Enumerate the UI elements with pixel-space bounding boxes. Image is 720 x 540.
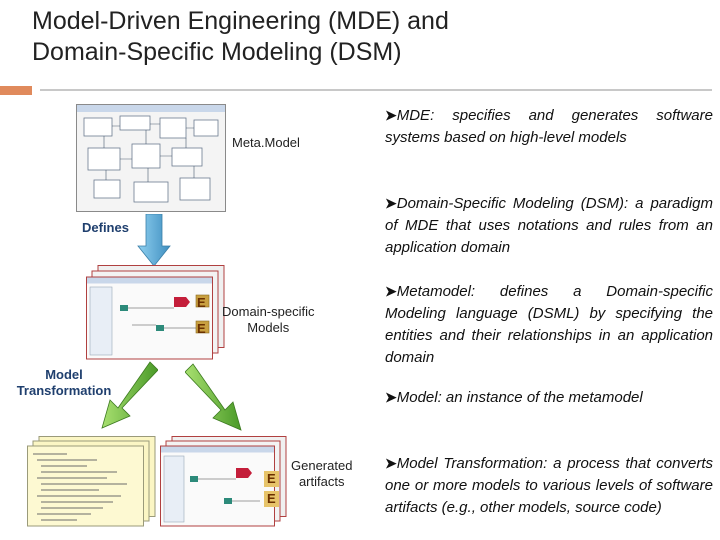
defines-arrow (137, 214, 171, 266)
domain-models-screenshots (86, 265, 225, 360)
domain-models-label-line1: Domain-specific (222, 304, 315, 319)
element-marker-bottom: E (197, 321, 206, 336)
slide-title-line1: Model-Driven Engineering (MDE) and (32, 7, 449, 35)
bullet-text: defines a Domain-specific Modeling langu… (385, 283, 713, 366)
transformation-arrow-left (101, 361, 158, 429)
bullet-term: Domain-Specific Modeling (DSM) (396, 195, 625, 212)
transformation-label-line2: Transformation (16, 383, 112, 398)
bullet-term: Model: (396, 389, 442, 406)
bullet-arrow-icon: ➤ (385, 455, 397, 471)
metamodel-screenshot (76, 104, 226, 212)
element-marker-gen-top: E (264, 471, 279, 487)
domain-models-label: Domain-specific Models (222, 304, 314, 336)
domain-models-label-line2: Models (247, 320, 290, 335)
transformation-arrow-right (185, 363, 242, 431)
generated-code-documents (27, 436, 156, 527)
title-accent-bar (0, 86, 32, 95)
bullet-term: Model Transformation: (396, 455, 548, 472)
bullet-arrow-icon: ➤ (385, 195, 397, 211)
element-marker-gen-bottom: E (264, 491, 279, 507)
slide-title: Model-Driven Engineering (MDE) and Domai… (32, 6, 449, 68)
bullet-dsm: ➤Domain-Specific Modeling (DSM): a parad… (385, 192, 713, 259)
bullet-text: an instance of the metamodel (441, 389, 643, 406)
generated-label: Generated artifacts (291, 458, 352, 490)
bullet-arrow-icon: ➤ (385, 283, 397, 299)
bullet-text: a process that converts one or more mode… (385, 455, 713, 516)
generated-label-line1: Generated (291, 458, 353, 473)
transformation-label-line1: Model (45, 367, 83, 382)
bullet-text: : a paradigm of MDE that uses notations … (385, 195, 713, 256)
slide-title-line2: Domain-Specific Modeling (DSM) (32, 38, 402, 66)
bullet-term: MDE (396, 107, 431, 124)
title-divider (40, 89, 712, 91)
element-marker-top: E (197, 295, 206, 310)
bullet-arrow-icon: ➤ (385, 389, 397, 405)
bullet-arrow-icon: ➤ (385, 107, 397, 123)
metamodel-label: Meta.Model (232, 135, 300, 150)
transformation-label: Model Transformation (8, 367, 120, 399)
defines-label: Defines (82, 220, 129, 235)
bullet-transformation: ➤Model Transformation: a process that co… (385, 452, 713, 519)
generated-label-line2: artifacts (298, 474, 345, 489)
bullet-text: : specifies and generates software syste… (385, 107, 713, 146)
bullet-mde: ➤MDE: specifies and generates software s… (385, 104, 713, 149)
bullet-metamodel: ➤Metamodel: defines a Domain-specific Mo… (385, 280, 713, 369)
bullet-term: Metamodel: (396, 283, 476, 300)
bullet-model: ➤Model: an instance of the metamodel (385, 386, 713, 409)
